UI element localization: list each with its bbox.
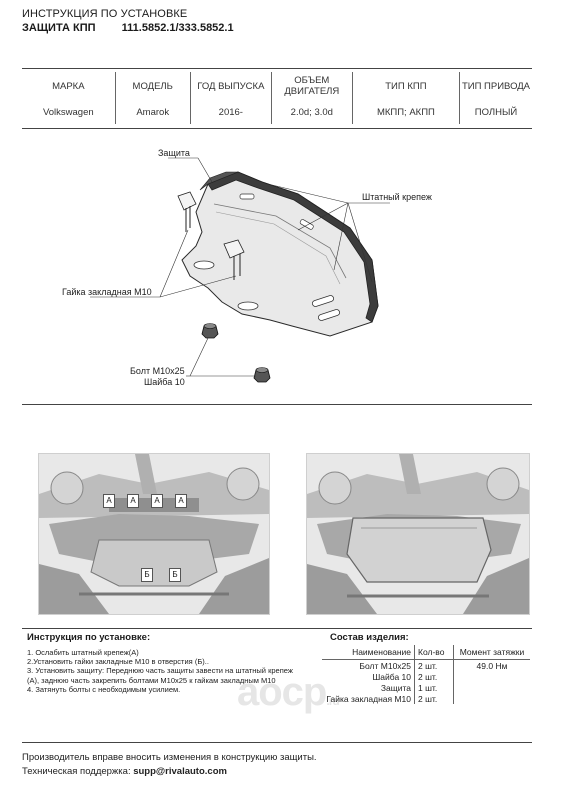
leader-lines [90, 157, 390, 377]
marker-a: А [127, 494, 139, 508]
bolt-drawing [201, 323, 271, 383]
marker-a: А [103, 494, 115, 508]
standard-mount-label: Штатный крепеж [362, 192, 432, 202]
composition-title: Состав изделия: [330, 632, 409, 643]
undercarriage-photo-before [39, 454, 269, 614]
diagram-rule [22, 404, 532, 405]
photos-rule [22, 628, 532, 629]
composition-row: Болт М10х25 2 шт. 49.0 Нм [322, 659, 530, 671]
instruction-step: 4. Затянуть болты с необходимым усилием. [27, 684, 181, 694]
watermark-suffix: .ru [326, 694, 339, 708]
instruction-steps: 1. Ослабить штатный крепеж(А) 2.Установи… [27, 648, 317, 694]
instructions-title: Инструкция по установке: [27, 632, 151, 643]
composition-torque [453, 693, 530, 704]
spec-value-cell: 2.0d; 3.0d [270, 100, 353, 124]
product-heading: ЗАЩИТА КПП 111.5852.1/333.5852.1 [22, 22, 234, 34]
marker-a: А [151, 494, 163, 508]
composition-name: Защита [380, 682, 411, 693]
composition-name: Гайка закладная М10 [326, 693, 411, 704]
composition-qty: 2 шт. [414, 693, 454, 704]
composition-header-row: Наименование Кол-во Момент затяжки [322, 645, 530, 660]
composition-name: Болт М10х25 [359, 660, 411, 671]
composition-row: Шайба 10 2 шт. [322, 671, 530, 682]
photo-after [306, 453, 530, 615]
spec-table: МАРКА МОДЕЛЬ ГОД ВЫПУСКА ОБЪЕМ ДВИГАТЕЛЯ… [22, 72, 532, 124]
bolt-label: Болт М10х25 [130, 366, 185, 376]
spec-header-cell: ТИП КПП [351, 72, 460, 100]
composition-row: Гайка закладная М10 2 шт. [322, 693, 530, 704]
watermark-brand: aocp [237, 670, 327, 714]
spec-value-cell: 2016- [189, 100, 272, 124]
spec-value-row: Volkswagen Amarok 2016- 2.0d; 3.0d МКПП;… [22, 100, 532, 124]
composition-row: Защита 1 шт. [322, 682, 530, 693]
instruction-step: 3. Установить защиту: Переднюю часть защ… [27, 666, 293, 676]
watermark: aocp.ru [237, 670, 340, 715]
footer-rule [22, 742, 532, 743]
composition-header-cell: Момент затяжки [453, 645, 530, 660]
instruction-step: (А), заднюю часть закрепить болтами М10х… [27, 675, 276, 685]
marker-a: А [175, 494, 187, 508]
nut-label: Гайка закладная М10 [62, 287, 152, 297]
shield-plate-drawing [181, 171, 379, 337]
composition-qty: 1 шт. [414, 682, 454, 693]
composition-name: Шайба 10 [372, 671, 411, 682]
composition-header-cell: Кол-во [414, 645, 454, 660]
spec-header-cell: МАРКА [52, 80, 85, 92]
product-name: ЗАЩИТА КПП [22, 22, 96, 34]
spec-table-rule [22, 128, 532, 129]
washer-label: Шайба 10 [144, 377, 185, 387]
instruction-step: 1. Ослабить штатный крепеж(А) [27, 648, 139, 657]
undercarriage-photo-after [307, 454, 529, 614]
spec-value-cell: МКПП; АКПП [351, 100, 460, 124]
document-title: ИНСТРУКЦИЯ ПО УСТАНОВКЕ [22, 8, 188, 20]
embedded-nut-drawing [177, 191, 245, 280]
shield-label: Защита [158, 148, 190, 158]
instruction-step: 2.Установить гайки закладные М10 в отвер… [27, 657, 209, 667]
spec-value-cell: Volkswagen [42, 106, 94, 118]
composition-header-cell: Наименование [322, 645, 415, 660]
composition-torque [453, 682, 530, 693]
composition-table: Наименование Кол-во Момент затяжки Болт … [322, 645, 530, 704]
marker-b: Б [141, 568, 153, 582]
spec-value-cell: Amarok [114, 100, 191, 124]
spec-header-cell: ОБЪЕМ ДВИГАТЕЛЯ [270, 72, 353, 100]
exploded-diagram [90, 157, 390, 383]
marker-b: Б [169, 568, 181, 582]
part-numbers: 111.5852.1/333.5852.1 [121, 22, 234, 34]
composition-qty: 2 шт. [414, 659, 454, 671]
support-line: Техническая поддержка: supp@rivalauto.co… [22, 766, 227, 777]
spec-header-row: МАРКА МОДЕЛЬ ГОД ВЫПУСКА ОБЪЕМ ДВИГАТЕЛЯ… [22, 72, 532, 100]
spec-header-cell: ГОД ВЫПУСКА [189, 72, 272, 100]
composition-torque [453, 671, 530, 682]
support-label: Техническая поддержка: [22, 766, 131, 777]
photo-before: А А А А Б Б [38, 453, 270, 615]
composition-torque: 49.0 Нм [453, 659, 530, 671]
header-rule-top [22, 68, 532, 69]
support-email[interactable]: supp@rivalauto.com [133, 766, 227, 777]
composition-qty: 2 шт. [414, 671, 454, 682]
change-notice: Производитель вправе вносить изменения в… [22, 752, 317, 763]
spec-value-cell: ПОЛНЫЙ [459, 100, 532, 124]
spec-header-cell: ТИП ПРИВОДА [459, 72, 532, 100]
spec-header-cell: МОДЕЛЬ [114, 72, 191, 100]
